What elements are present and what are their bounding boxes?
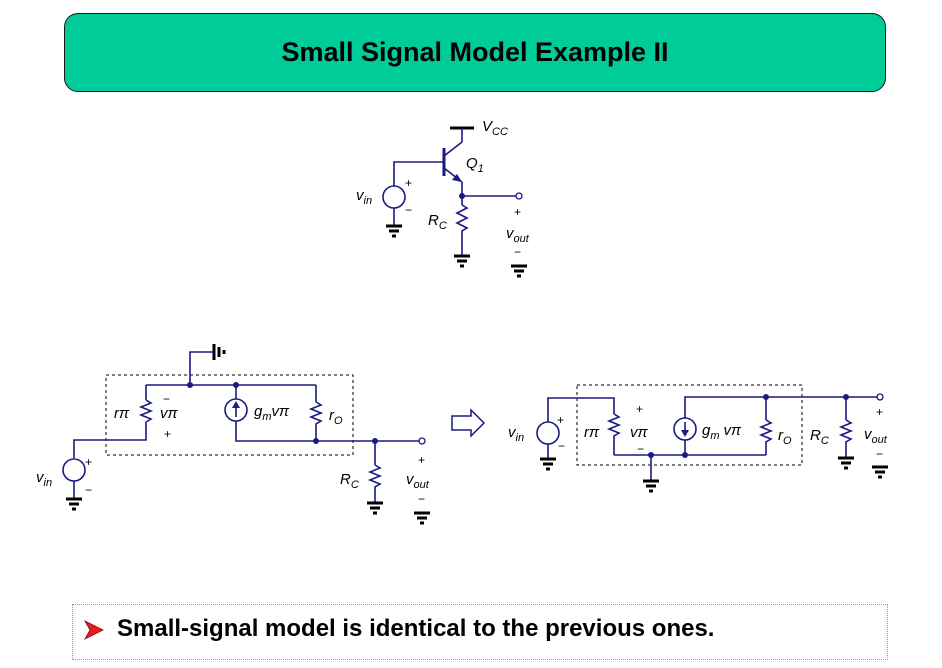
ro-label-right: rO: [778, 427, 792, 447]
ground-icon: [870, 465, 890, 479]
plus-sign: +: [636, 402, 643, 416]
r-pi-label: rπ: [584, 424, 600, 441]
q1-label: Q1: [466, 155, 484, 175]
ground-icon: [836, 456, 856, 470]
ground-icon: [384, 224, 404, 238]
vout-label-right: vout: [864, 426, 888, 446]
vcc-label: VCC: [482, 118, 508, 138]
bullet-arrow-icon: [84, 620, 104, 640]
v-pi-label: vπ: [160, 405, 179, 422]
bullet-text: Small-signal model is identical to the p…: [117, 615, 715, 642]
r-pi-resistor: [138, 399, 154, 423]
transistor-q1: [442, 141, 463, 183]
ground-icon: [365, 501, 385, 515]
minus-sign: −: [163, 392, 170, 406]
minus-sign: −: [558, 439, 565, 453]
vin-label-left: vin: [36, 469, 52, 489]
rc-label-left: RC: [340, 471, 359, 491]
equivalence-arrow-icon: [451, 408, 486, 438]
r-pi-resistor: [606, 413, 622, 455]
plus-sign: +: [418, 453, 425, 467]
page-title: Small Signal Model Example II: [281, 37, 669, 67]
ro-resistor-right: [758, 419, 774, 455]
plus-sign: +: [514, 205, 521, 219]
v-pi-label: vπ: [630, 424, 649, 441]
output-terminal: [515, 192, 523, 200]
ground-icon: [412, 511, 432, 525]
plus-sign: +: [164, 427, 171, 441]
plus-sign: +: [876, 405, 883, 419]
minus-sign: −: [876, 447, 883, 461]
bullet-box: Small-signal model is identical to the p…: [72, 604, 888, 660]
output-terminal: [418, 437, 426, 445]
minus-sign: −: [637, 442, 644, 456]
ground-icon: [64, 497, 84, 511]
ground-icon: [212, 344, 226, 360]
minus-sign: −: [405, 203, 412, 217]
transistor-model-box: [576, 384, 803, 466]
rc-label-top: RC: [428, 212, 447, 232]
vin-source-left: [62, 458, 86, 482]
ro-resistor-left: [308, 401, 324, 441]
ro-label-left: rO: [329, 407, 343, 427]
vin-label-top: vin: [356, 187, 372, 207]
plus-sign: +: [405, 176, 412, 190]
output-terminal: [876, 393, 884, 401]
ground-icon: [641, 479, 661, 493]
plus-sign: +: [557, 413, 564, 427]
vout-label-top: vout: [506, 225, 530, 245]
plus-sign: +: [85, 455, 92, 469]
vin-source-top: [382, 185, 406, 209]
vin-label-right: vin: [508, 424, 524, 444]
rc-resistor-left: [367, 464, 383, 502]
rc-resistor-right: [838, 419, 854, 457]
title-banner: Small Signal Model Example II: [64, 13, 886, 92]
top-circuit: VCC Q1 + − vin + vout − RC: [356, 118, 530, 278]
ground-icon: [538, 457, 558, 471]
vout-label-left: vout: [406, 471, 430, 491]
left-model: rπ − vπ + + − vin gmvπ rO RC + vout −: [36, 344, 432, 525]
ground-icon: [452, 254, 472, 268]
rc-label-right: RC: [810, 427, 829, 447]
circuit-diagram: VCC Q1 + − vin + vout − RC: [36, 118, 890, 525]
gm-label-left: gmvπ: [254, 403, 290, 423]
minus-sign: −: [418, 492, 425, 506]
transistor-model-box: [105, 374, 354, 456]
vin-source-right: [536, 421, 560, 445]
minus-sign: −: [514, 245, 521, 259]
r-pi-label: rπ: [114, 405, 130, 422]
ground-icon: [509, 264, 529, 278]
minus-sign: −: [85, 483, 92, 497]
rc-resistor-top: [455, 204, 469, 255]
